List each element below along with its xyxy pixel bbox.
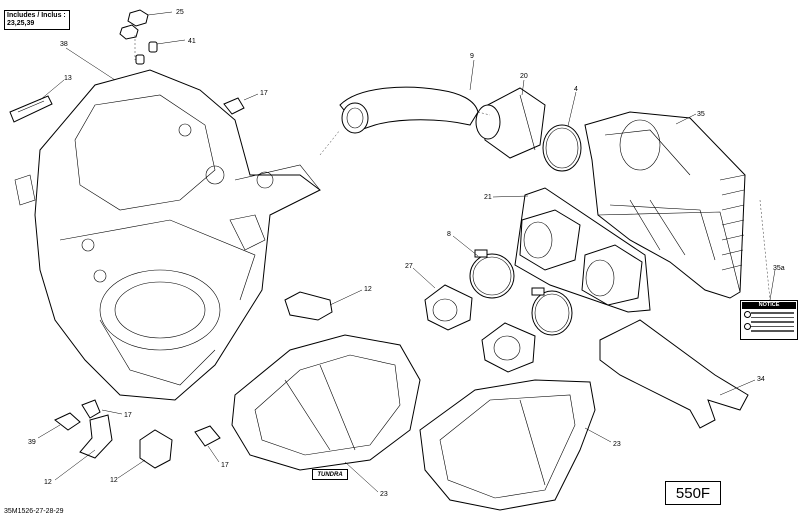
variant-label: TUNDRA (312, 469, 348, 480)
notice-bullet-icon (744, 323, 751, 330)
leader-lines (37, 11, 776, 493)
callout-numbers: 25 41 38 13 17 9 20 4 35 21 8 27 12 35a … (28, 9, 785, 498)
lower-cover-23-left (231, 334, 421, 471)
notice-text-line (751, 325, 794, 327)
callout-9: 9 (470, 53, 474, 60)
notice-text-line (751, 330, 794, 332)
notice-text-line (751, 321, 794, 323)
callout-12-tray: 12 (364, 286, 372, 293)
lower-small-parts (54, 399, 221, 469)
callout-38: 38 (60, 41, 68, 48)
tray-12 (284, 291, 333, 321)
o-ring-4 (542, 124, 582, 172)
notice-text-line (751, 312, 794, 314)
notice-label: NOTICE (742, 302, 796, 309)
callout-12-mid: 12 (110, 477, 118, 484)
callout-8: 8 (447, 231, 451, 238)
document-code: 35M1526-27-28-29 (4, 508, 64, 515)
model-label: 550F (665, 481, 721, 505)
notice-bullet-icon (744, 311, 751, 318)
callout-41: 41 (188, 38, 196, 45)
callout-20: 20 (520, 73, 528, 80)
callout-39: 39 (28, 439, 36, 446)
callout-23-right: 23 (613, 441, 621, 448)
bracket-21 (514, 187, 651, 313)
silencer-35 (584, 111, 746, 299)
callout-17-bottom: 17 (221, 462, 229, 469)
airbox-housing (14, 69, 321, 401)
intake-duct-9 (339, 86, 479, 134)
decal-13 (9, 95, 53, 123)
includes-note: Includes / Inclus : 23,25,39 (4, 10, 70, 30)
notice-decal: NOTICE (740, 300, 798, 340)
callout-13: 13 (64, 75, 72, 82)
sleeve-27 (424, 284, 536, 373)
hex-nut-25 (119, 9, 149, 40)
callout-35: 35 (697, 111, 705, 118)
grommet-41 (135, 41, 158, 65)
adapter-20 (475, 87, 546, 159)
callout-21: 21 (484, 194, 492, 201)
plate-34 (599, 319, 749, 429)
lower-cover-23-right (419, 379, 596, 511)
callout-17-top: 17 (260, 90, 268, 97)
callout-23-left: 23 (380, 491, 388, 498)
callout-17-left: 17 (124, 412, 132, 419)
includes-note-line2: 23,25,39 (7, 20, 35, 27)
includes-note-line1: Includes / Inclus : (7, 12, 66, 19)
callout-27: 27 (405, 263, 413, 270)
callout-12-left: 12 (44, 479, 52, 486)
callout-4: 4 (574, 86, 578, 93)
callout-35a: 35a (773, 265, 785, 272)
notice-text-line (751, 316, 794, 318)
callout-34: 34 (757, 376, 765, 383)
clip-17-top (223, 97, 245, 115)
callout-25: 25 (176, 9, 184, 16)
